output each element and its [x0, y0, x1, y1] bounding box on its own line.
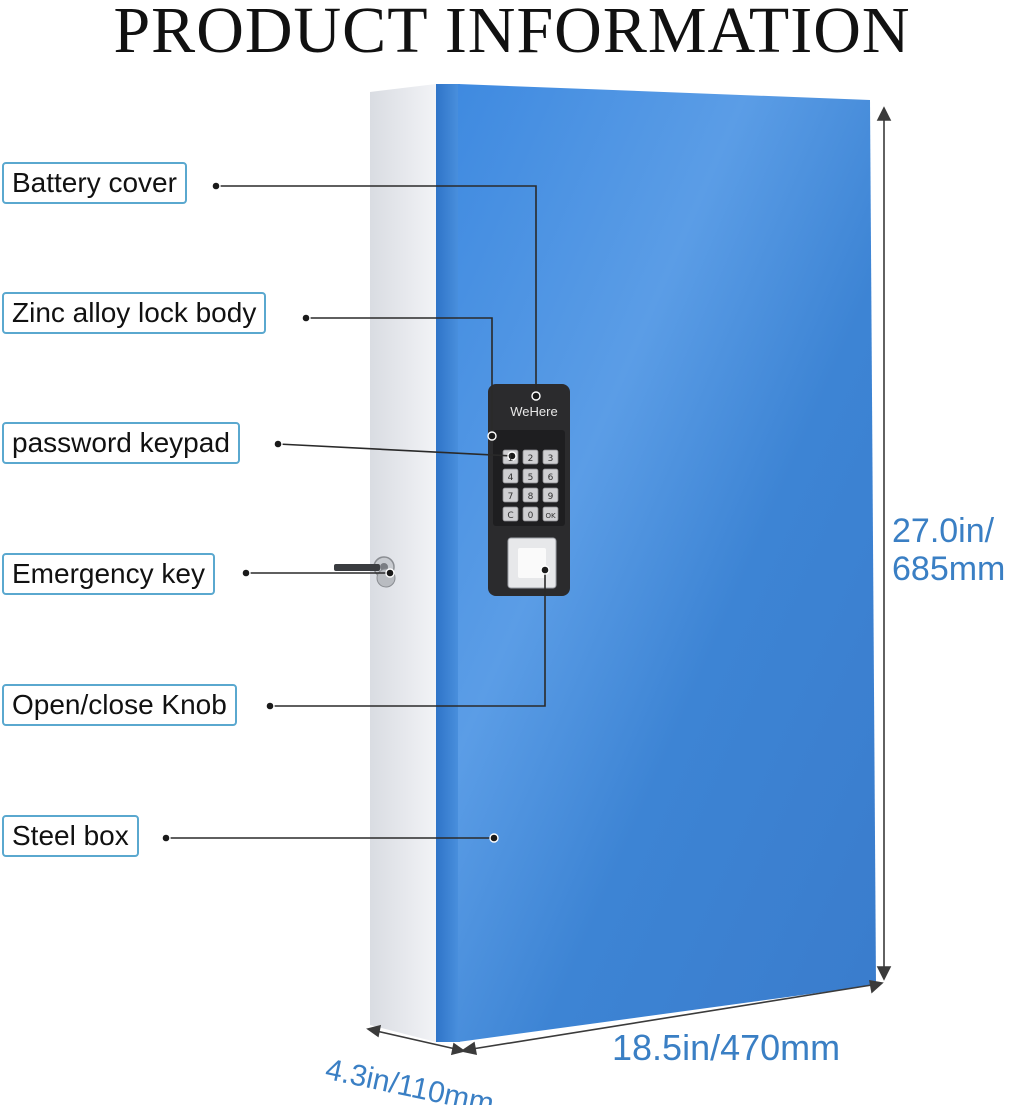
label-emergency-key: Emergency key [2, 553, 215, 595]
label-battery-cover: Battery cover [2, 162, 187, 204]
callout-lines [166, 185, 546, 839]
box-front-edge [436, 84, 460, 1042]
callout-dots [161, 181, 550, 843]
label-password-keypad: password keypad [2, 422, 240, 464]
keypad-key-6: 6 [548, 473, 554, 483]
keypad-key-8: 8 [528, 492, 534, 502]
label-open-close-knob: Open/close Knob [2, 684, 237, 726]
keypad-key-3: 3 [548, 454, 554, 464]
box-side-panel [370, 84, 436, 1042]
keypad-key-0: 0 [528, 511, 534, 521]
dimension-width: 18.5in/470mm [612, 1027, 841, 1068]
keypad-key-2: 2 [528, 454, 534, 464]
keypad-key-c: C [507, 511, 513, 521]
label-steel-box: Steel box [2, 815, 139, 857]
dimension-height: 27.0in/ 685mm [892, 512, 1005, 588]
dimension-height-line1: 27.0in/ [892, 512, 995, 550]
keypad-key-7: 7 [508, 492, 514, 502]
label-zinc-alloy-lock-body: Zinc alloy lock body [2, 292, 267, 334]
box-front-panel [458, 84, 876, 1042]
dimension-lines [366, 106, 892, 1056]
keypad-key-9: 9 [548, 492, 554, 502]
keypad-key-5: 5 [528, 473, 534, 483]
dimension-height-line2: 685mm [892, 550, 1006, 588]
page-title: PRODUCT INFORMATION [113, 0, 911, 67]
keypad-key-4: 4 [508, 473, 514, 483]
keypad-key-1: 1 [508, 454, 514, 464]
keypad-key-ok: OK [545, 512, 556, 520]
lock-brand-logo: WeHere [510, 404, 558, 419]
